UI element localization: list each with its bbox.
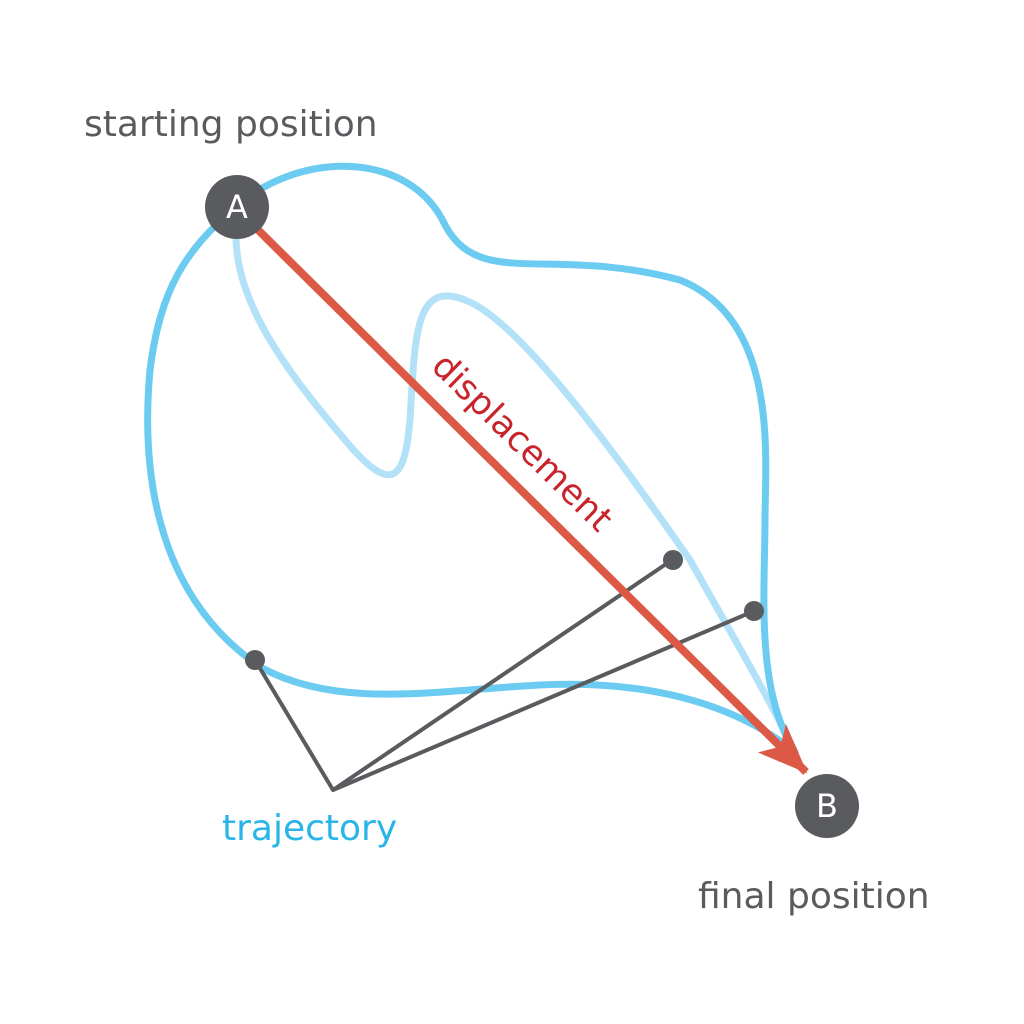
displacement-arrow xyxy=(245,217,809,775)
node-b-circle xyxy=(795,774,859,838)
pointer-line-right xyxy=(332,609,755,792)
pointer-line-left xyxy=(253,558,674,792)
trajectory-pointers xyxy=(245,550,764,792)
node-a-label: A xyxy=(226,188,248,226)
pointer-dot-right xyxy=(744,601,764,621)
inner-trajectory-path xyxy=(232,228,799,756)
pointer-dot-middle xyxy=(663,550,683,570)
trajectory-label: trajectory xyxy=(222,808,397,849)
pointer-dot-left xyxy=(245,650,265,670)
displacement-label: displacement xyxy=(424,346,620,540)
starting-position-label: starting position xyxy=(84,104,378,145)
node-b-label: B xyxy=(816,787,838,825)
node-end: B xyxy=(795,774,859,838)
node-start: A xyxy=(205,175,269,239)
node-a-circle xyxy=(205,175,269,239)
final-position-label: final position xyxy=(698,876,930,917)
